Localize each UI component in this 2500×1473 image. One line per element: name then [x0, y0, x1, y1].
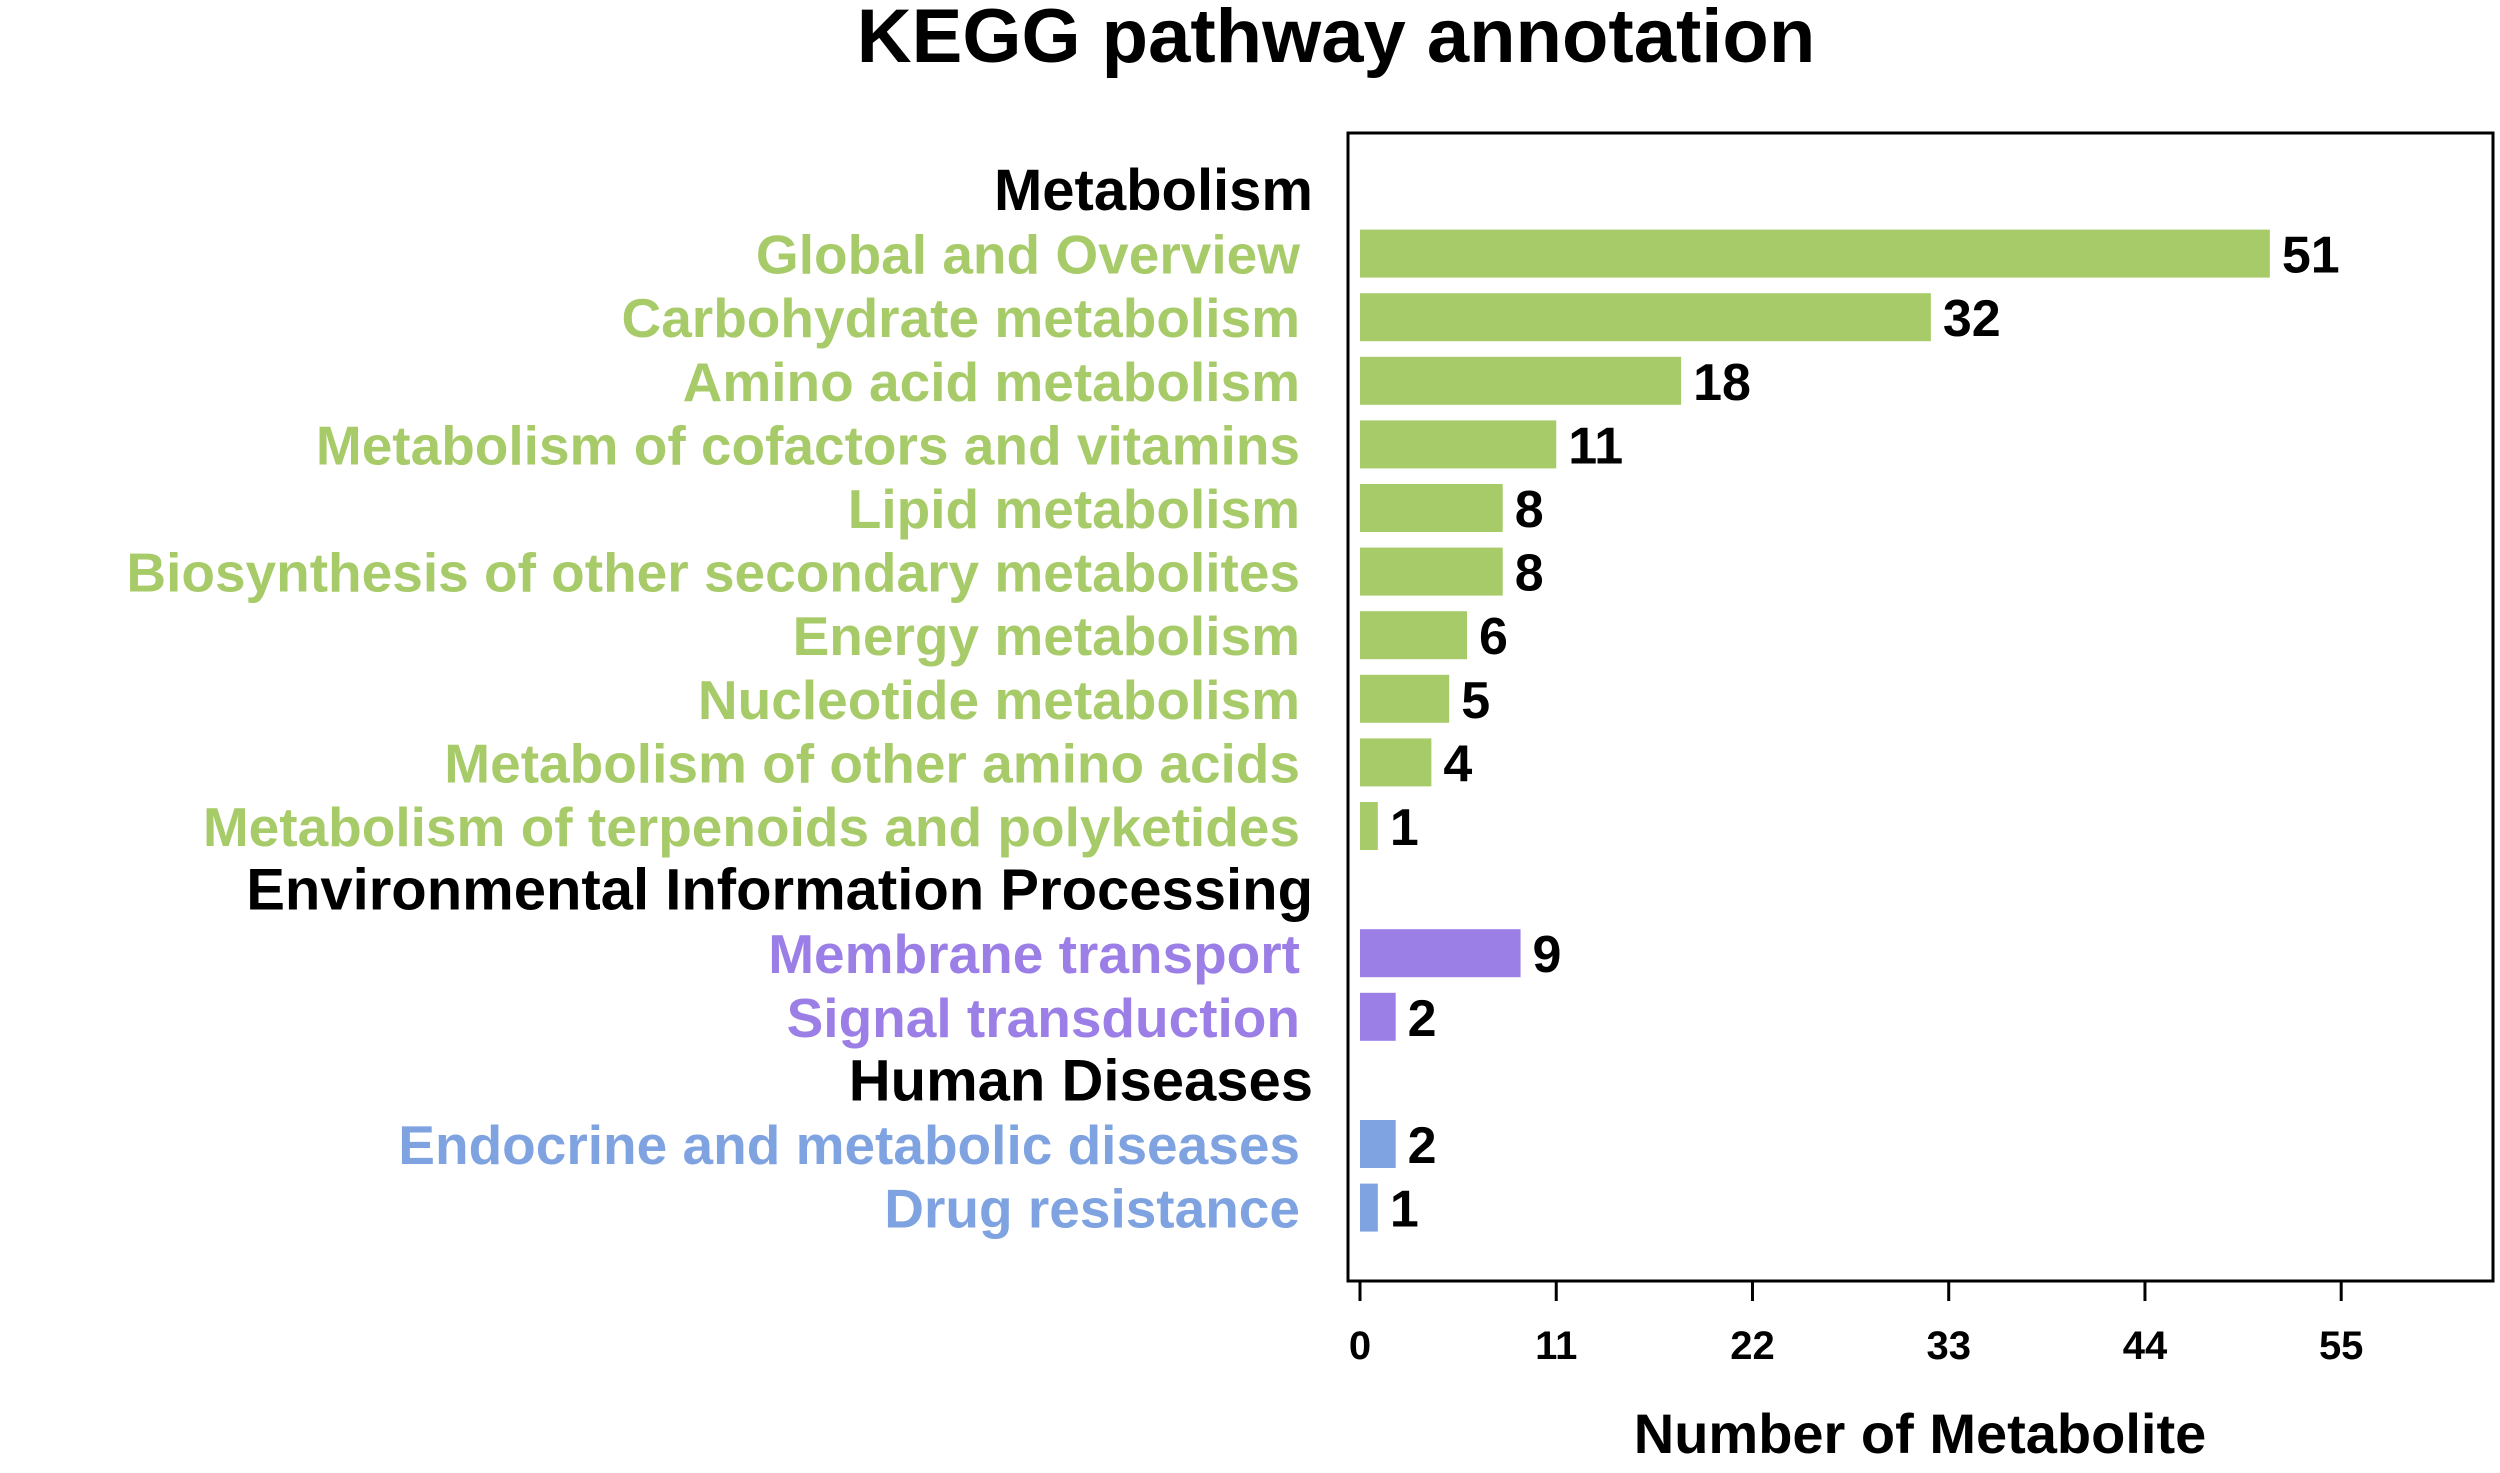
bar-value-label: 4 [1443, 735, 1472, 793]
bar [1360, 356, 1682, 405]
category-label: Metabolism of other amino acids [444, 732, 1300, 794]
x-tick-label: 33 [1926, 1324, 1971, 1368]
bar-value-label: 2 [1408, 990, 1437, 1048]
x-tick-label: 11 [1535, 1324, 1577, 1368]
category-label: Endocrine and metabolic diseases [398, 1114, 1300, 1176]
group-header-label: Human Diseases [849, 1048, 1313, 1113]
bar-value-label: 51 [2282, 227, 2340, 285]
category-label: Signal transduction [787, 987, 1300, 1049]
bar [1360, 1120, 1396, 1168]
bar-value-label: 18 [1693, 354, 1751, 412]
bar [1360, 293, 1931, 342]
category-label: Drug resistance [884, 1178, 1300, 1240]
bar-value-label: 1 [1390, 1181, 1419, 1239]
category-label: Global and Overview [756, 224, 1300, 286]
category-label: Energy metabolism [793, 605, 1300, 667]
bar-value-label: 11 [1568, 417, 1623, 475]
bar-value-label: 32 [1943, 290, 2001, 348]
bar [1360, 674, 1450, 723]
chart-title: KEGG pathway annotation [857, 0, 1816, 79]
category-label: Lipid metabolism [848, 478, 1300, 540]
bar [1360, 1183, 1378, 1232]
category-label: Membrane transport [768, 923, 1300, 985]
bar-value-label: 2 [1408, 1117, 1437, 1175]
category-label: Biosynthesis of other secondary metaboli… [126, 542, 1300, 604]
bar [1360, 611, 1468, 660]
category-label: Amino acid metabolism [683, 351, 1300, 413]
bar-value-label: 5 [1461, 672, 1490, 730]
bar [1360, 738, 1432, 787]
category-label: Nucleotide metabolism [698, 669, 1300, 731]
bar [1360, 929, 1521, 978]
category-label: Metabolism of terpenoids and polyketides [203, 796, 1300, 858]
x-tick-label: 22 [1730, 1324, 1775, 1368]
x-tick-label: 55 [2319, 1324, 2364, 1368]
bar [1360, 229, 2270, 278]
bar-value-label: 6 [1479, 608, 1508, 666]
bar-value-label: 9 [1533, 926, 1562, 984]
bar [1360, 420, 1557, 469]
x-tick-label: 44 [2123, 1324, 2168, 1368]
x-tick-label: 0 [1349, 1324, 1371, 1368]
x-axis-label: Number of Metabolite [1634, 1402, 2206, 1465]
x-axis: 0 11 22 33 44 55 [1349, 1279, 2364, 1368]
bar [1360, 802, 1378, 850]
category-label: Carbohydrate metabolism [621, 287, 1300, 349]
bar-value-label: 8 [1515, 545, 1544, 603]
group-header-label: Metabolism [994, 158, 1313, 223]
bar [1360, 484, 1503, 532]
group-header-label: Environmental Information Processing [246, 858, 1313, 923]
bar [1360, 992, 1396, 1041]
bar-value-label: 8 [1515, 481, 1544, 539]
bar [1360, 547, 1503, 596]
category-label: Metabolism of cofactors and vitamins [316, 414, 1300, 476]
bar-value-label: 1 [1390, 799, 1419, 857]
